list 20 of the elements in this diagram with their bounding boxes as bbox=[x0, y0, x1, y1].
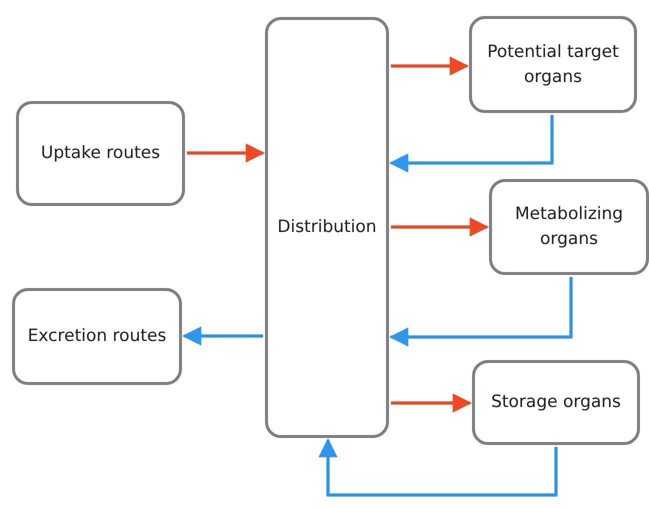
process-box bbox=[489, 179, 649, 275]
node-label: Distribution bbox=[276, 216, 378, 240]
process-box bbox=[469, 16, 637, 113]
arrow bbox=[389, 277, 573, 347]
arrow bbox=[391, 393, 472, 413]
node-label: Uptake routes bbox=[40, 142, 162, 166]
process-box bbox=[12, 288, 182, 385]
arrow bbox=[318, 438, 558, 497]
process-box bbox=[472, 360, 640, 445]
node-label: Excretion routes bbox=[26, 325, 168, 348]
arrow bbox=[391, 217, 489, 237]
node-label: Potential target organs bbox=[486, 40, 620, 88]
arrow bbox=[391, 56, 469, 76]
process-box bbox=[16, 101, 185, 206]
process-box bbox=[265, 17, 389, 438]
arrow bbox=[389, 115, 554, 173]
arrow bbox=[187, 143, 265, 163]
node-label: Metabolizing organs bbox=[514, 203, 624, 251]
arrow bbox=[182, 326, 263, 346]
node-label: Storage organs bbox=[490, 391, 622, 414]
